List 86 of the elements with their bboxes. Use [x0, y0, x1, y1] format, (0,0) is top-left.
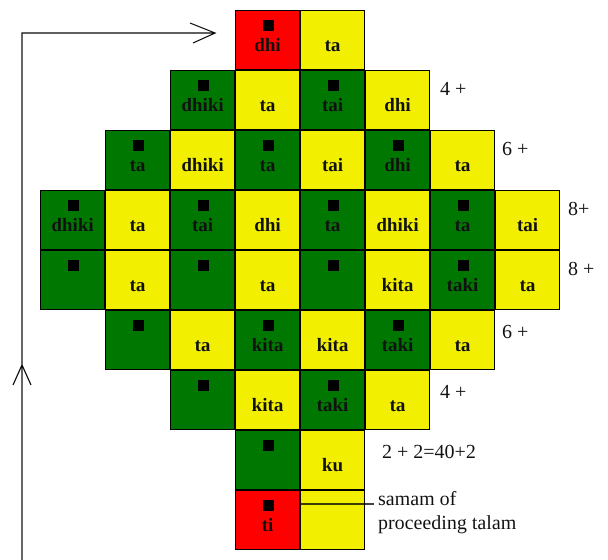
syllable-text: ta — [258, 275, 276, 297]
grid-cell — [235, 430, 300, 490]
syllable-text: tai — [320, 155, 344, 177]
grid-cell — [105, 250, 170, 310]
syllable-text: kita — [316, 335, 350, 357]
row-sum-label: 4 + — [440, 77, 466, 101]
syllable-text: dhi — [383, 95, 412, 117]
syllable-text: dhi — [253, 35, 282, 57]
syllable-text: ti — [260, 515, 274, 537]
syllable-text: dhi — [253, 215, 282, 237]
syllable-text: taki — [380, 335, 414, 357]
syllable-text: ta — [454, 215, 472, 237]
syllable-text: ta — [128, 215, 146, 237]
grid-cell — [300, 130, 365, 190]
syllable-text: ta — [194, 335, 212, 357]
grid-cell — [300, 310, 365, 370]
syllable-text: dhiki — [50, 215, 95, 237]
grid-cell — [235, 130, 300, 190]
syllable-text: kita — [250, 335, 284, 357]
grid-cell — [365, 310, 430, 370]
row-sum-label: 6 + — [502, 320, 528, 344]
grid-cell — [365, 70, 430, 130]
syllable-text: dhiki — [180, 155, 225, 177]
syllable-text: taki — [446, 275, 480, 297]
syllable-text: ta — [324, 215, 342, 237]
row-sum-label: 8+ — [568, 197, 590, 221]
row-sum-label: 6 + — [502, 137, 528, 161]
grid-cell — [170, 250, 235, 310]
grid-cell — [300, 250, 365, 310]
grid-cell — [365, 190, 430, 250]
grid-cell — [235, 250, 300, 310]
syllable-text: ta — [324, 35, 342, 57]
grid-cell — [170, 130, 235, 190]
grid-cell — [105, 190, 170, 250]
grid-cell — [300, 10, 365, 70]
grid-cell — [235, 310, 300, 370]
grid-cell — [300, 370, 365, 430]
row-sum-label: 8 + — [568, 257, 594, 281]
syllable-text: ta — [128, 155, 146, 177]
syllable-text: ta — [258, 155, 276, 177]
grid-cell — [430, 130, 495, 190]
grid-cell — [430, 250, 495, 310]
syllable-text: dhi — [383, 155, 412, 177]
syllable-text: tai — [320, 95, 344, 117]
syllable-text: tai — [190, 215, 214, 237]
grid-cell — [300, 190, 365, 250]
grid-cell — [300, 490, 365, 550]
grid-cell — [365, 250, 430, 310]
grid-cell — [170, 370, 235, 430]
syllable-text: taki — [316, 395, 350, 417]
row-sum-label: 4 + — [440, 380, 466, 404]
grid-cell — [365, 370, 430, 430]
syllable-text: ku — [320, 455, 344, 477]
grid-cell — [430, 190, 495, 250]
grid-cell — [170, 310, 235, 370]
grid-cell — [235, 190, 300, 250]
grid-cell — [235, 490, 300, 550]
grid-cell — [495, 250, 560, 310]
syllable-text: dhiki — [375, 215, 420, 237]
grid-cell — [235, 70, 300, 130]
syllable-text: kita — [380, 275, 414, 297]
syllable-text: ta — [388, 395, 406, 417]
grid-cell — [235, 10, 300, 70]
annotation-text: samam of proceeding talam — [378, 487, 528, 535]
grid-cell — [170, 190, 235, 250]
syllable-text: dhiki — [180, 95, 225, 117]
syllable-text: ta — [454, 155, 472, 177]
grid-cell — [235, 370, 300, 430]
syllable-text: ta — [258, 95, 276, 117]
grid-cell — [365, 130, 430, 190]
grid-cell — [300, 70, 365, 130]
syllable-text: ta — [128, 275, 146, 297]
grid-cell — [40, 190, 105, 250]
grid-cell — [105, 130, 170, 190]
syllable-text: tai — [516, 215, 540, 237]
leader-line — [300, 503, 374, 505]
grid-cell — [430, 310, 495, 370]
grid-cell — [170, 70, 235, 130]
grid-cell — [300, 430, 365, 490]
syllable-text: kita — [250, 395, 284, 417]
grid-cell — [495, 190, 560, 250]
syllable-text: ta — [454, 335, 472, 357]
grid-cell — [105, 310, 170, 370]
grid-cell — [40, 250, 105, 310]
row-sum-label: 2 + 2=40+2 — [382, 440, 476, 464]
syllable-text: ta — [518, 275, 536, 297]
